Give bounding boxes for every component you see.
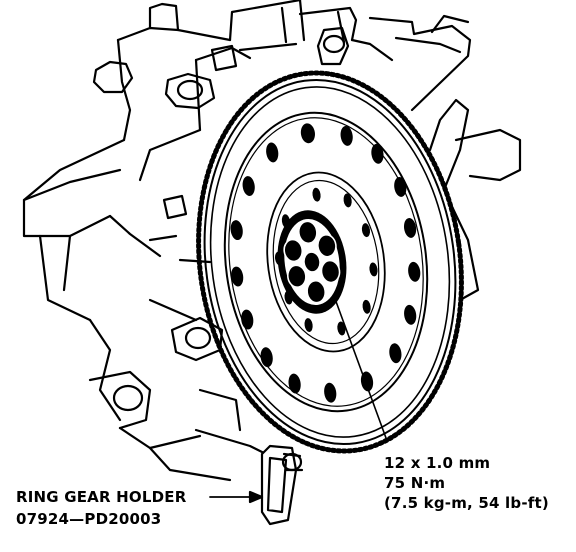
ring-gear — [196, 70, 464, 454]
ring-gear-holder-tool — [260, 444, 304, 526]
torque-alt-label: (7.5 kg-m, 54 lb-ft) — [384, 494, 549, 512]
flywheel-bolts — [283, 220, 341, 304]
flywheel-plate — [223, 111, 429, 413]
bolt-leader-line — [333, 295, 387, 439]
tool-name-label: RING GEAR HOLDER — [16, 488, 187, 506]
tool-leader-arrow — [209, 490, 264, 504]
torque-nm-label: 75 N·m — [384, 474, 446, 492]
flywheel-hub — [277, 210, 347, 314]
tool-number-label: 07924—PD20003 — [16, 510, 162, 528]
bolt-size-label: 12 x 1.0 mm — [384, 454, 491, 472]
engine-block — [22, 0, 522, 482]
